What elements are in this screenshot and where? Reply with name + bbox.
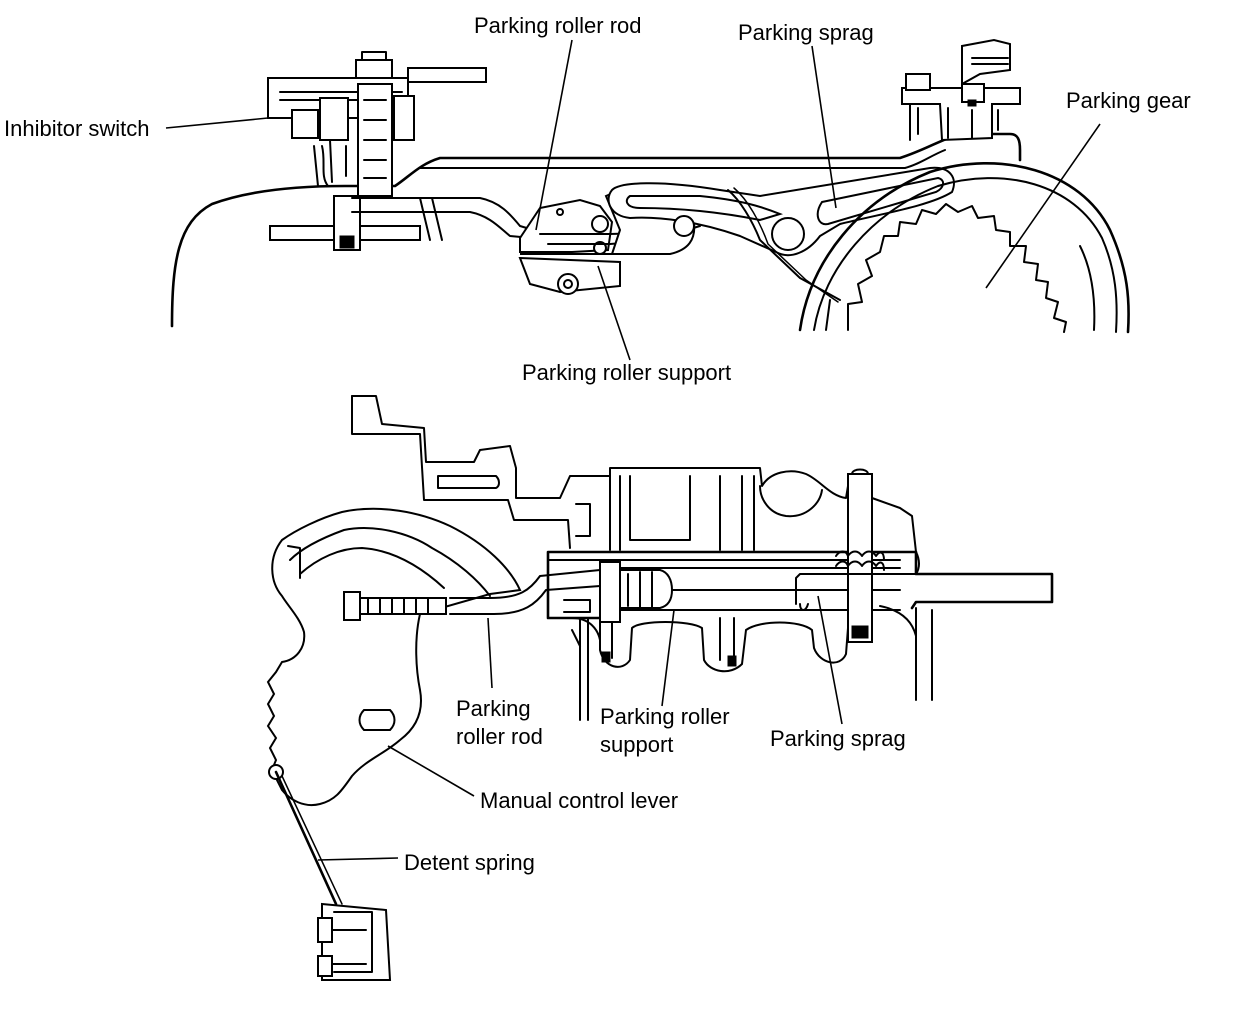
label-parking-gear: Parking gear [1066,88,1191,113]
top-shaft [269,195,541,251]
top-housing-outline [170,132,1022,328]
label-bottom-parking-roller-rod-line1: Parking [456,696,531,721]
bottom-manual-control-lever [266,507,522,806]
bottom-parking-roller-rod [343,569,641,621]
bottom-view: Parking roller rod Parking roller suppor… [266,395,1054,981]
inhibitor-switch [267,51,487,197]
label-top-parking-roller-support: Parking roller support [522,360,731,385]
top-parking-sprag [607,166,955,303]
top-right-bracket [901,38,1021,142]
top-view: Inhibitor switch Parking roller rod Park… [4,13,1191,385]
bottom-upper-housing [351,395,917,553]
bottom-lower-bosses [571,605,933,721]
bottom-leader-lines [317,595,843,861]
label-inhibitor-switch: Inhibitor switch [4,116,150,141]
label-top-parking-sprag: Parking sprag [738,20,874,45]
label-bottom-parking-roller-rod-line2: roller rod [456,724,543,749]
label-bottom-parking-roller-support-line1: Parking roller [600,704,730,729]
top-leader-lines [165,39,1101,361]
label-bottom-parking-roller-support-line2: support [600,732,673,757]
label-detent-spring: Detent spring [404,850,535,875]
bottom-parking-sprag [795,468,920,643]
label-manual-control-lever: Manual control lever [480,788,678,813]
top-parking-gear [798,162,1130,334]
label-top-parking-roller-rod: Parking roller rod [474,13,642,38]
label-bottom-parking-sprag: Parking sprag [770,726,906,751]
bottom-main-plate [546,550,1054,620]
bottom-detent-spring [268,764,392,981]
